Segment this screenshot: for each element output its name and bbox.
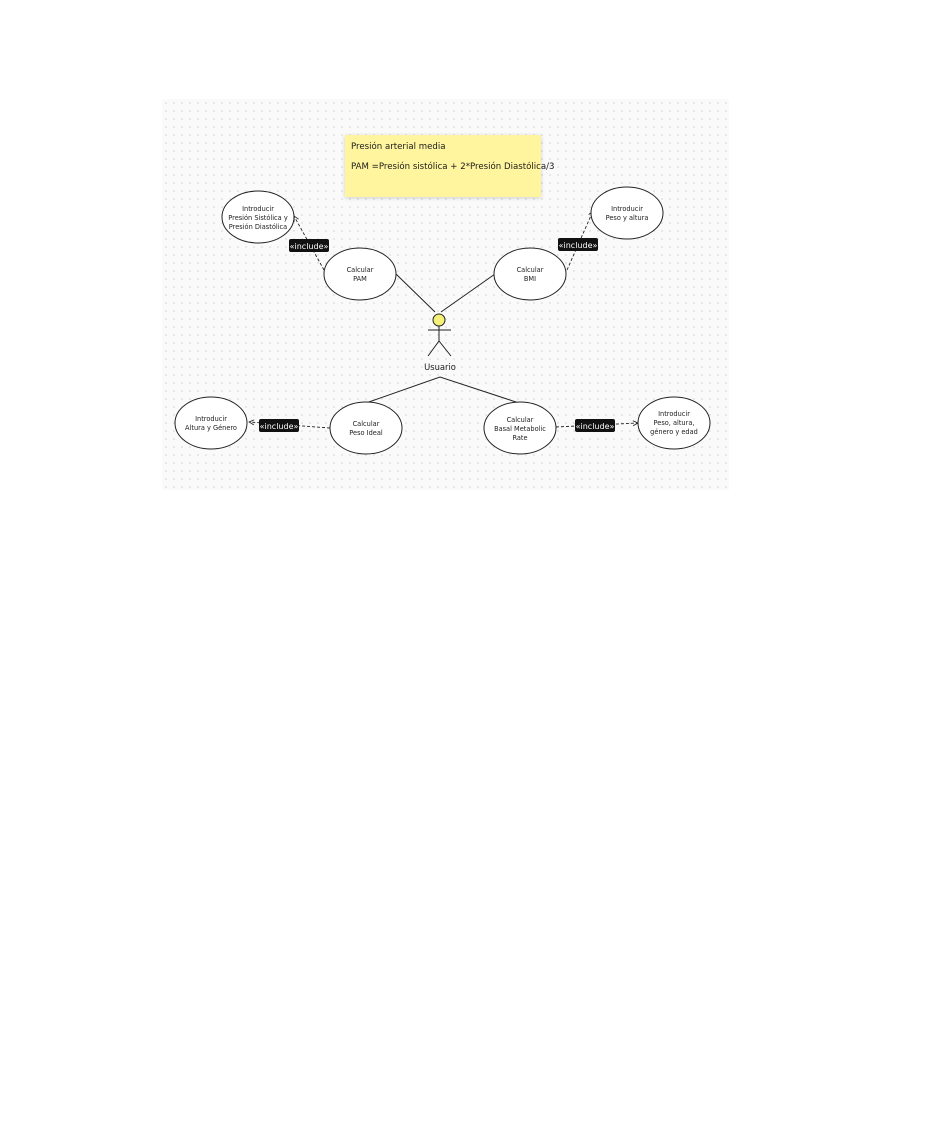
svg-text:Calcular: Calcular — [353, 420, 380, 428]
include-badge-bmr: «include» — [575, 419, 615, 432]
association-bmi — [440, 273, 496, 313]
actor-label: Usuario — [424, 362, 456, 372]
actor-head — [432, 313, 446, 327]
svg-text:Presión Diastólica: Presión Diastólica — [229, 223, 287, 231]
svg-text:«include»: «include» — [576, 422, 615, 431]
svg-text:«include»: «include» — [260, 422, 299, 431]
svg-text:Introducir: Introducir — [242, 205, 274, 213]
svg-text:«include»: «include» — [559, 241, 598, 250]
svg-text:Altura y Género: Altura y Género — [185, 424, 237, 432]
use-case-intro-altura-genero[interactable]: Introducir Altura y Género — [174, 396, 248, 450]
include-badge-bmi: «include» — [558, 238, 598, 251]
svg-text:Calcular: Calcular — [507, 416, 534, 424]
svg-text:BMI: BMI — [524, 275, 536, 283]
sticky-note-formula: PAM =Presión sistólica + 2*Presión Diast… — [351, 162, 555, 172]
svg-text:Calcular: Calcular — [517, 266, 544, 274]
svg-text:Peso, altura,: Peso, altura, — [654, 419, 695, 427]
svg-text:PAM: PAM — [353, 275, 367, 283]
svg-text:Introducir: Introducir — [195, 415, 227, 423]
association-pam — [395, 273, 436, 313]
svg-text:Basal Metabolic: Basal Metabolic — [494, 425, 546, 433]
svg-text:Introducir: Introducir — [658, 410, 690, 418]
use-case-calc-pam[interactable]: Calcular PAM — [323, 247, 397, 301]
svg-text:Peso Ideal: Peso Ideal — [349, 429, 383, 437]
actor-usuario[interactable] — [427, 313, 452, 357]
svg-text:Peso y altura: Peso y altura — [606, 214, 649, 222]
svg-text:Calcular: Calcular — [347, 266, 374, 274]
svg-text:Introducir: Introducir — [611, 205, 643, 213]
use-case-calc-bmi[interactable]: Calcular BMI — [493, 247, 567, 301]
sticky-note[interactable]: Presión arterial media PAM =Presión sist… — [345, 135, 554, 197]
use-case-intro-peso-altura-genero-edad[interactable]: Introducir Peso, altura, género y edad — [637, 396, 711, 450]
svg-text:«include»: «include» — [290, 242, 329, 251]
association-bottom — [365, 376, 520, 404]
use-case-calc-bmr[interactable]: Calcular Basal Metabolic Rate — [483, 401, 557, 455]
include-badge-peso-ideal: «include» — [259, 419, 299, 432]
use-case-intro-presion[interactable]: Introducir Presión Sistólica y Presión D… — [221, 190, 295, 244]
svg-text:género y edad: género y edad — [650, 428, 698, 436]
use-case-intro-peso-altura[interactable]: Introducir Peso y altura — [590, 186, 664, 240]
svg-text:Rate: Rate — [512, 434, 527, 442]
sticky-note-title: Presión arterial media — [351, 142, 446, 152]
use-case-calc-peso-ideal[interactable]: Calcular Peso Ideal — [329, 401, 403, 455]
include-badge-pam: «include» — [289, 239, 329, 252]
svg-text:Presión Sistólica y: Presión Sistólica y — [228, 214, 288, 222]
